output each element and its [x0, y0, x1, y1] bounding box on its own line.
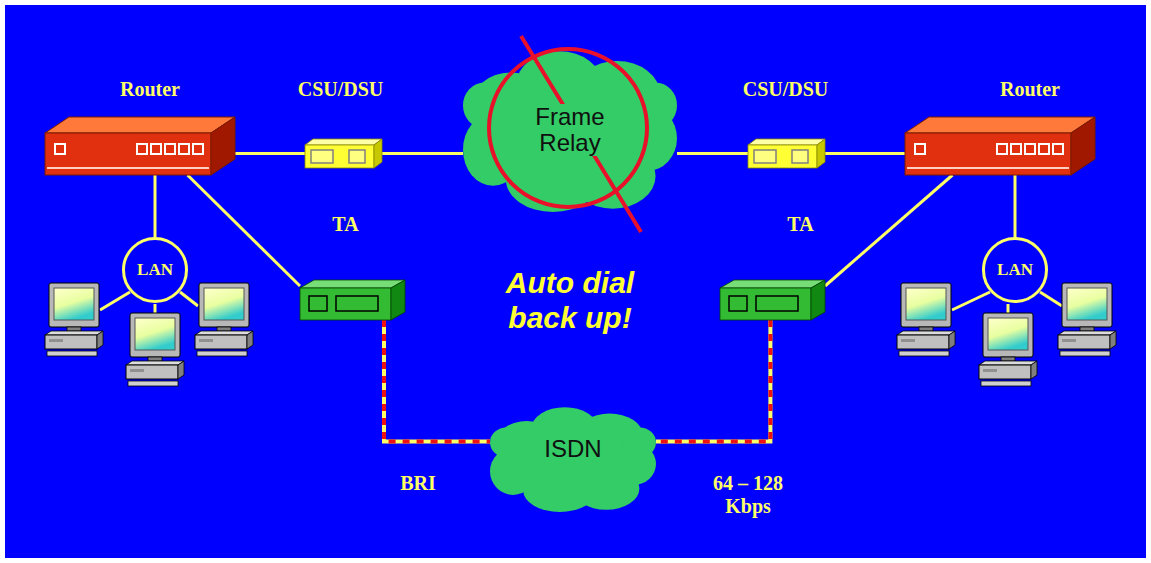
lan-circle: LAN	[122, 237, 188, 303]
network-link	[188, 175, 301, 286]
network-link	[825, 175, 953, 286]
router-device-shape	[45, 117, 235, 175]
network-link	[235, 153, 305, 154]
device-label: CSU/DSU	[743, 78, 829, 101]
lan-label: LAN	[137, 260, 173, 280]
terminal-adapter: TA	[720, 280, 825, 320]
dial-backup-link	[384, 320, 490, 441]
device-label: CSU/DSU	[298, 78, 384, 101]
csu-dsu-device: CSU/DSU	[305, 139, 382, 168]
terminal-adapter-shape	[720, 280, 825, 320]
device-label: Router	[120, 78, 180, 101]
network-link	[155, 175, 156, 237]
computer-icon	[979, 313, 1037, 386]
network-link	[677, 153, 748, 154]
lan-label: LAN	[997, 260, 1033, 280]
router-device: Router	[905, 117, 1095, 175]
cloud-label: Frame Relay	[523, 104, 617, 157]
router-device: Router	[45, 117, 235, 175]
terminal-adapter: TA	[300, 280, 405, 320]
network-cloud: Frame Relay	[463, 48, 677, 212]
lan-circle: LAN	[982, 237, 1048, 303]
csu-dsu-device-shape	[305, 139, 382, 168]
interface-label: BRI	[400, 472, 436, 495]
router-device-shape	[905, 117, 1095, 175]
computer-icon	[897, 283, 955, 356]
network-link	[825, 153, 905, 154]
computer-icon	[1058, 283, 1116, 356]
csu-dsu-device: CSU/DSU	[748, 139, 825, 168]
network-link	[1015, 175, 1016, 237]
device-label: TA	[332, 213, 358, 236]
computer-icon	[195, 283, 253, 356]
computer-icon	[45, 283, 103, 356]
dial-backup-link	[656, 320, 770, 441]
device-label: Router	[1000, 78, 1060, 101]
network-link	[382, 153, 463, 154]
callout-text: Auto dial back up!	[475, 266, 665, 335]
speed-label: 64 – 128 Kbps	[698, 472, 798, 518]
cloud-label: ISDN	[544, 436, 601, 462]
terminal-adapter-shape	[300, 280, 405, 320]
csu-dsu-device-shape	[748, 139, 825, 168]
network-cloud: ISDN	[490, 405, 656, 512]
computer-icon	[126, 313, 184, 386]
device-label: TA	[787, 213, 813, 236]
